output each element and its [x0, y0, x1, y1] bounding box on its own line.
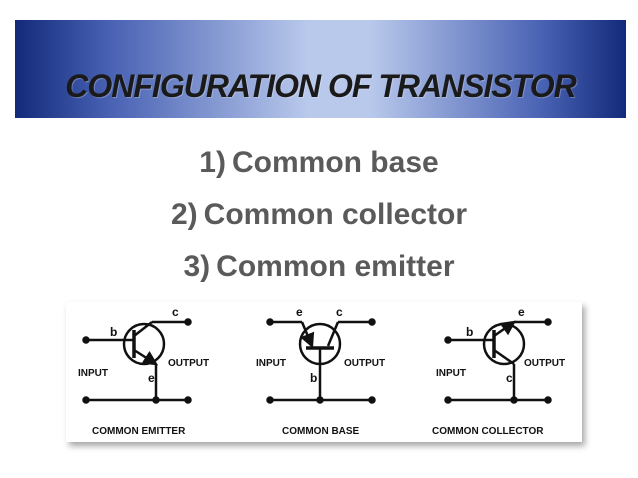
cc-input-label: INPUT	[436, 368, 466, 379]
cb-base-label: b	[310, 371, 317, 385]
list-item: 3)Common emitter	[0, 247, 638, 299]
circuit-diagram-image: b c e INPUT OUTPUT COMMON EMITTER e c b …	[66, 302, 582, 442]
common-emitter-circuit	[82, 318, 192, 404]
configuration-list: 1)Common base 2)Common collector 3)Commo…	[0, 143, 638, 299]
list-item: 1)Common base	[0, 143, 638, 195]
list-item-number: 2)	[170, 198, 198, 231]
cb-caption: COMMON BASE	[282, 426, 360, 437]
cc-output-label: OUTPUT	[524, 358, 565, 369]
list-item-label: Common collector	[203, 198, 468, 231]
list-item-label: Common base	[231, 146, 439, 179]
cc-base-label: b	[466, 325, 473, 339]
ce-output-label: OUTPUT	[168, 358, 209, 369]
ce-caption: COMMON EMITTER	[92, 426, 186, 437]
list-item-number: 3)	[183, 250, 211, 283]
ce-base-label: b	[110, 325, 117, 339]
cc-caption: COMMON COLLECTOR	[432, 426, 544, 437]
cb-collector-label: c	[336, 305, 343, 319]
ce-emitter-label: e	[148, 371, 155, 385]
cb-emitter-label: e	[296, 305, 303, 319]
cb-output-label: OUTPUT	[344, 358, 385, 369]
common-base-circuit	[266, 318, 376, 404]
common-collector-circuit	[444, 318, 552, 404]
title-banner: CONFIGURATION OF TRANSISTOR	[15, 20, 626, 118]
ce-input-label: INPUT	[78, 368, 108, 379]
list-item-label: Common emitter	[216, 250, 455, 283]
ce-collector-label: c	[172, 305, 179, 319]
cc-emitter-label: e	[518, 305, 525, 319]
list-item: 2)Common collector	[0, 195, 638, 247]
cc-collector-label: c	[506, 371, 513, 385]
list-item-number: 1)	[199, 146, 226, 179]
cb-input-label: INPUT	[256, 358, 286, 369]
circuit-diagram: b c e INPUT OUTPUT COMMON EMITTER e c b …	[78, 305, 565, 437]
slide-title: CONFIGURATION OF TRANSISTOR	[65, 68, 576, 104]
